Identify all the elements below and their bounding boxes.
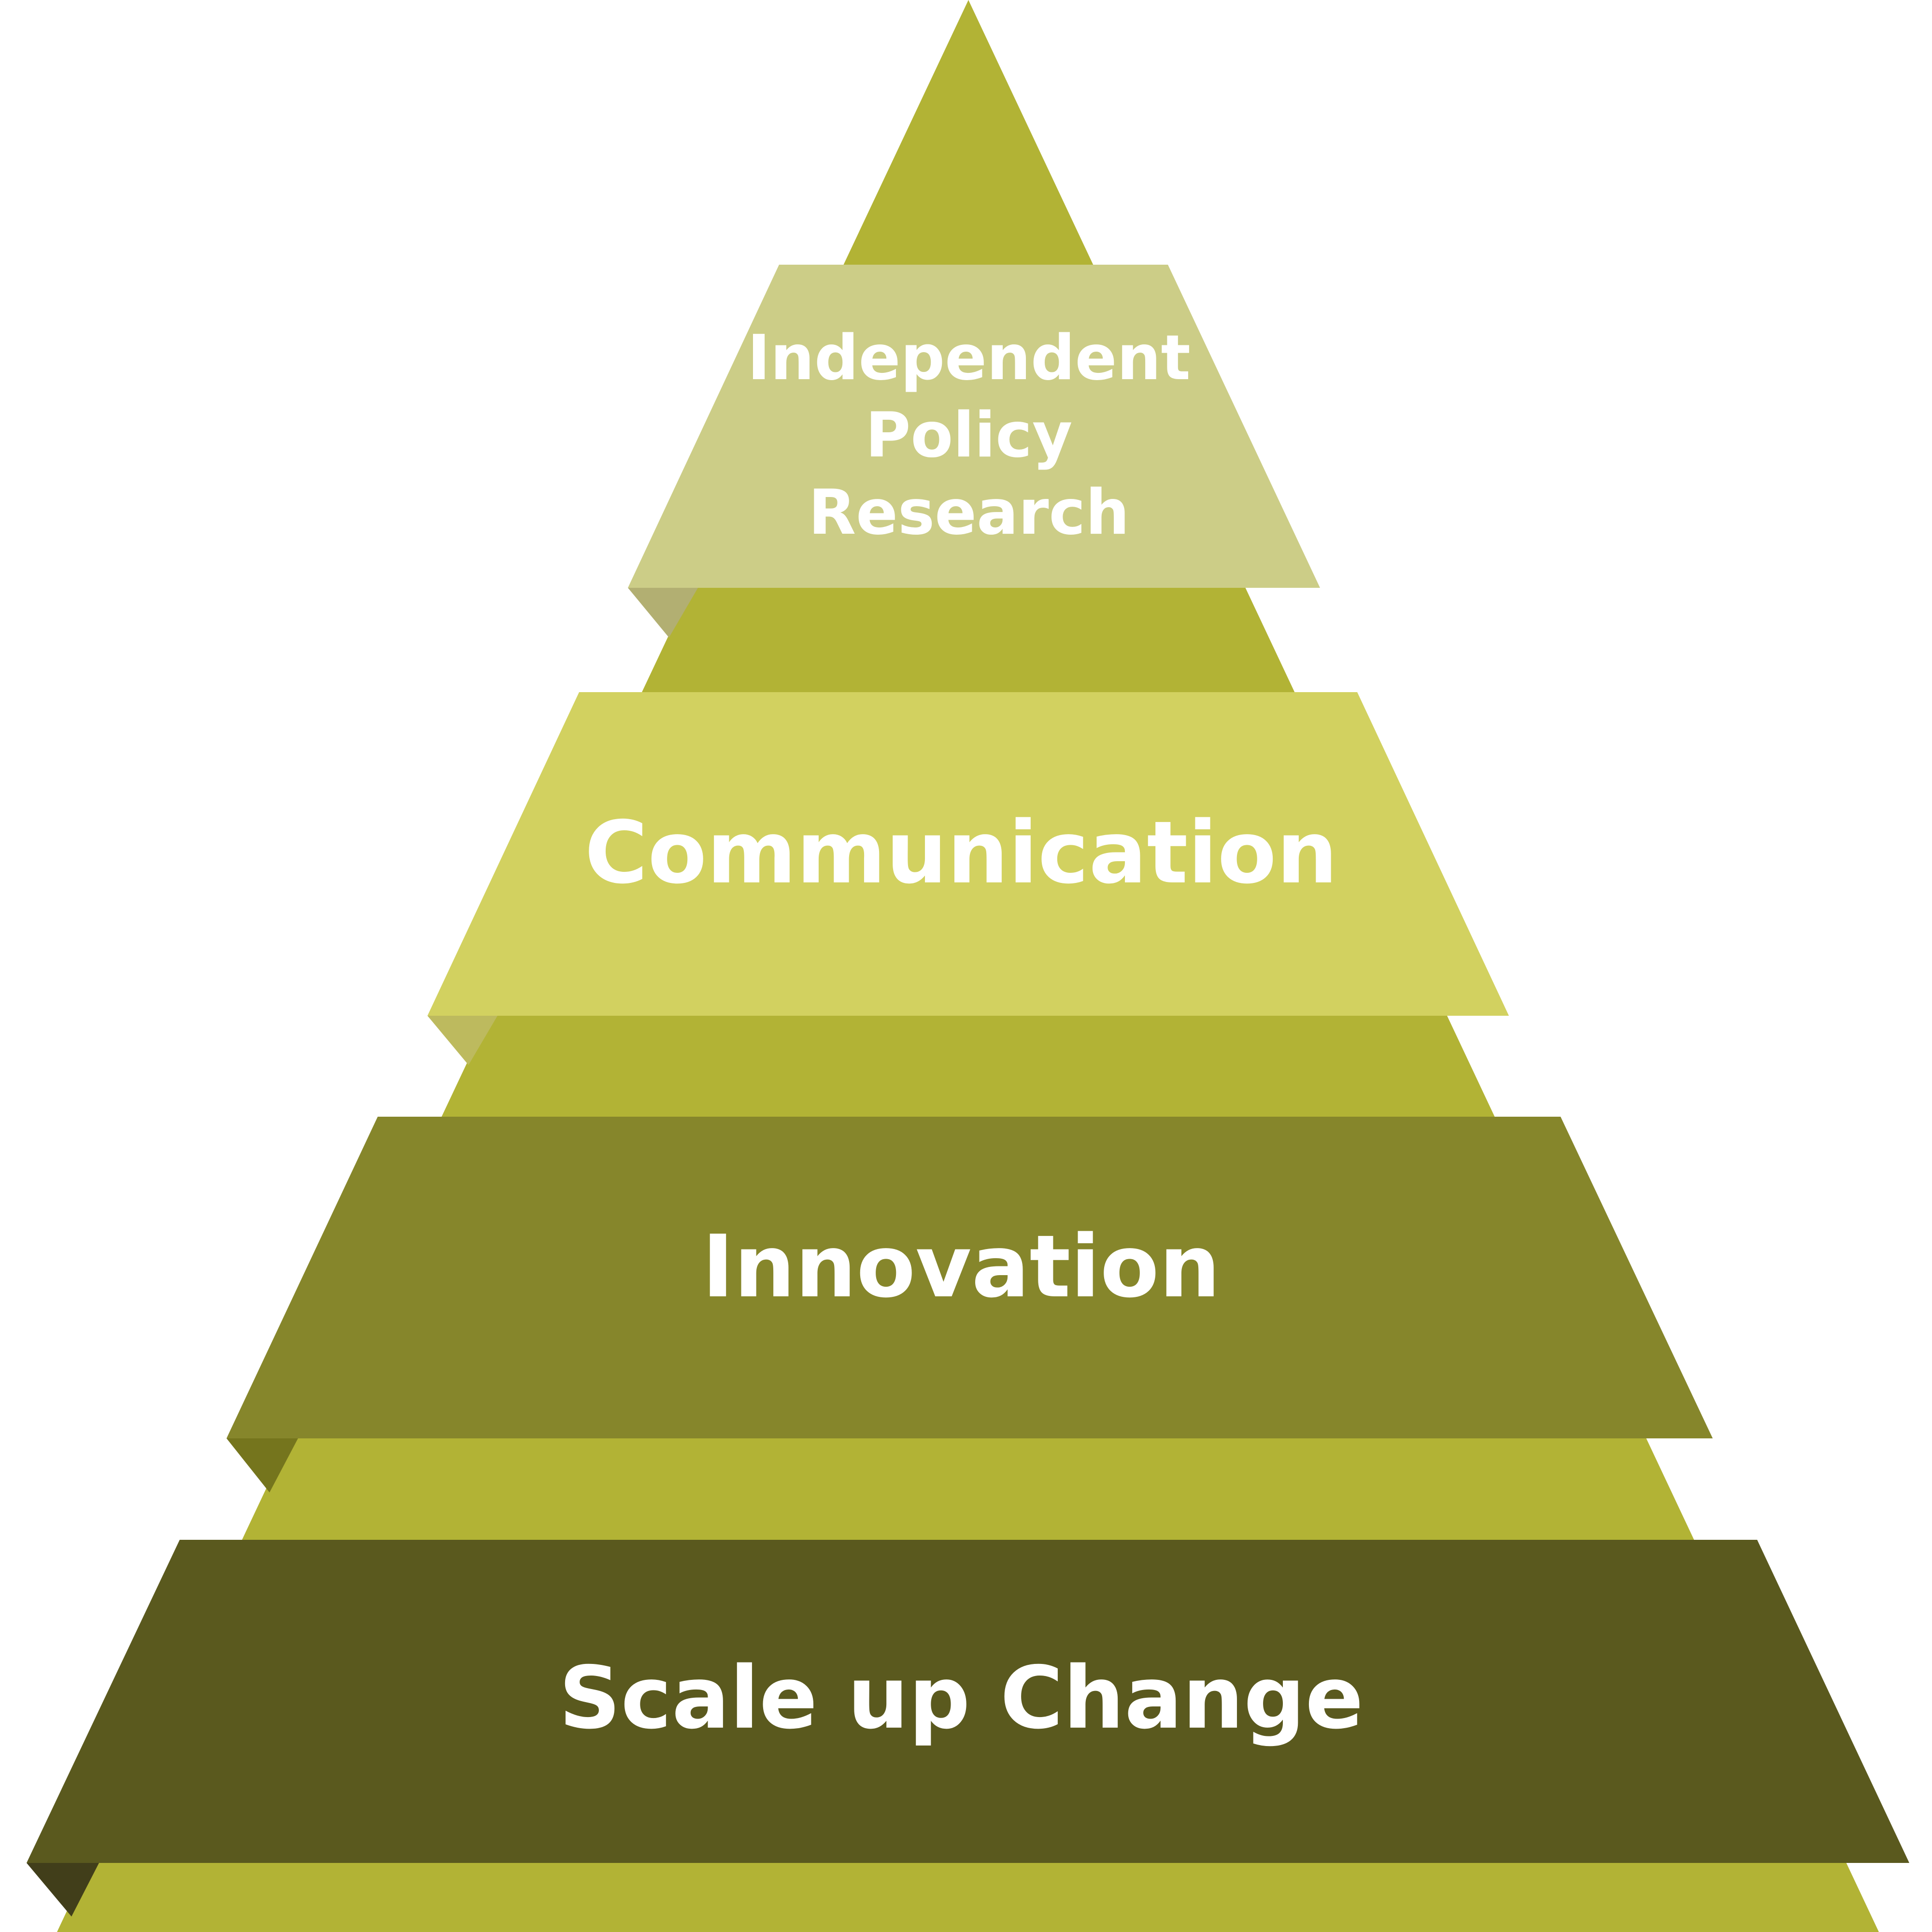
pyramid-level-communication: Communication [427,692,1509,1065]
band-trapezoid [27,1540,1909,1863]
band-label-line: Policy [866,399,1073,471]
pyramid-level-innovation: Innovation [227,1117,1713,1492]
band-fold [427,1016,497,1065]
band-fold [27,1863,99,1917]
band-trapezoid [427,692,1509,1016]
band-label-line: Scale up Change [559,1648,1364,1748]
pyramid-level-scale-up-change: Scale up Change [27,1540,1909,1917]
band-fold [628,588,698,638]
pyramid-level-independent-policy-research: Independent Policy Research [628,265,1320,638]
band-fold [227,1438,298,1492]
band-label-line: Innovation [702,1217,1220,1317]
band-label-line: Research [809,477,1130,549]
band-trapezoid [628,265,1320,588]
band-label-line: Communication [584,803,1337,903]
band-trapezoid [227,1117,1713,1438]
band-label-line: Independent [747,322,1191,394]
